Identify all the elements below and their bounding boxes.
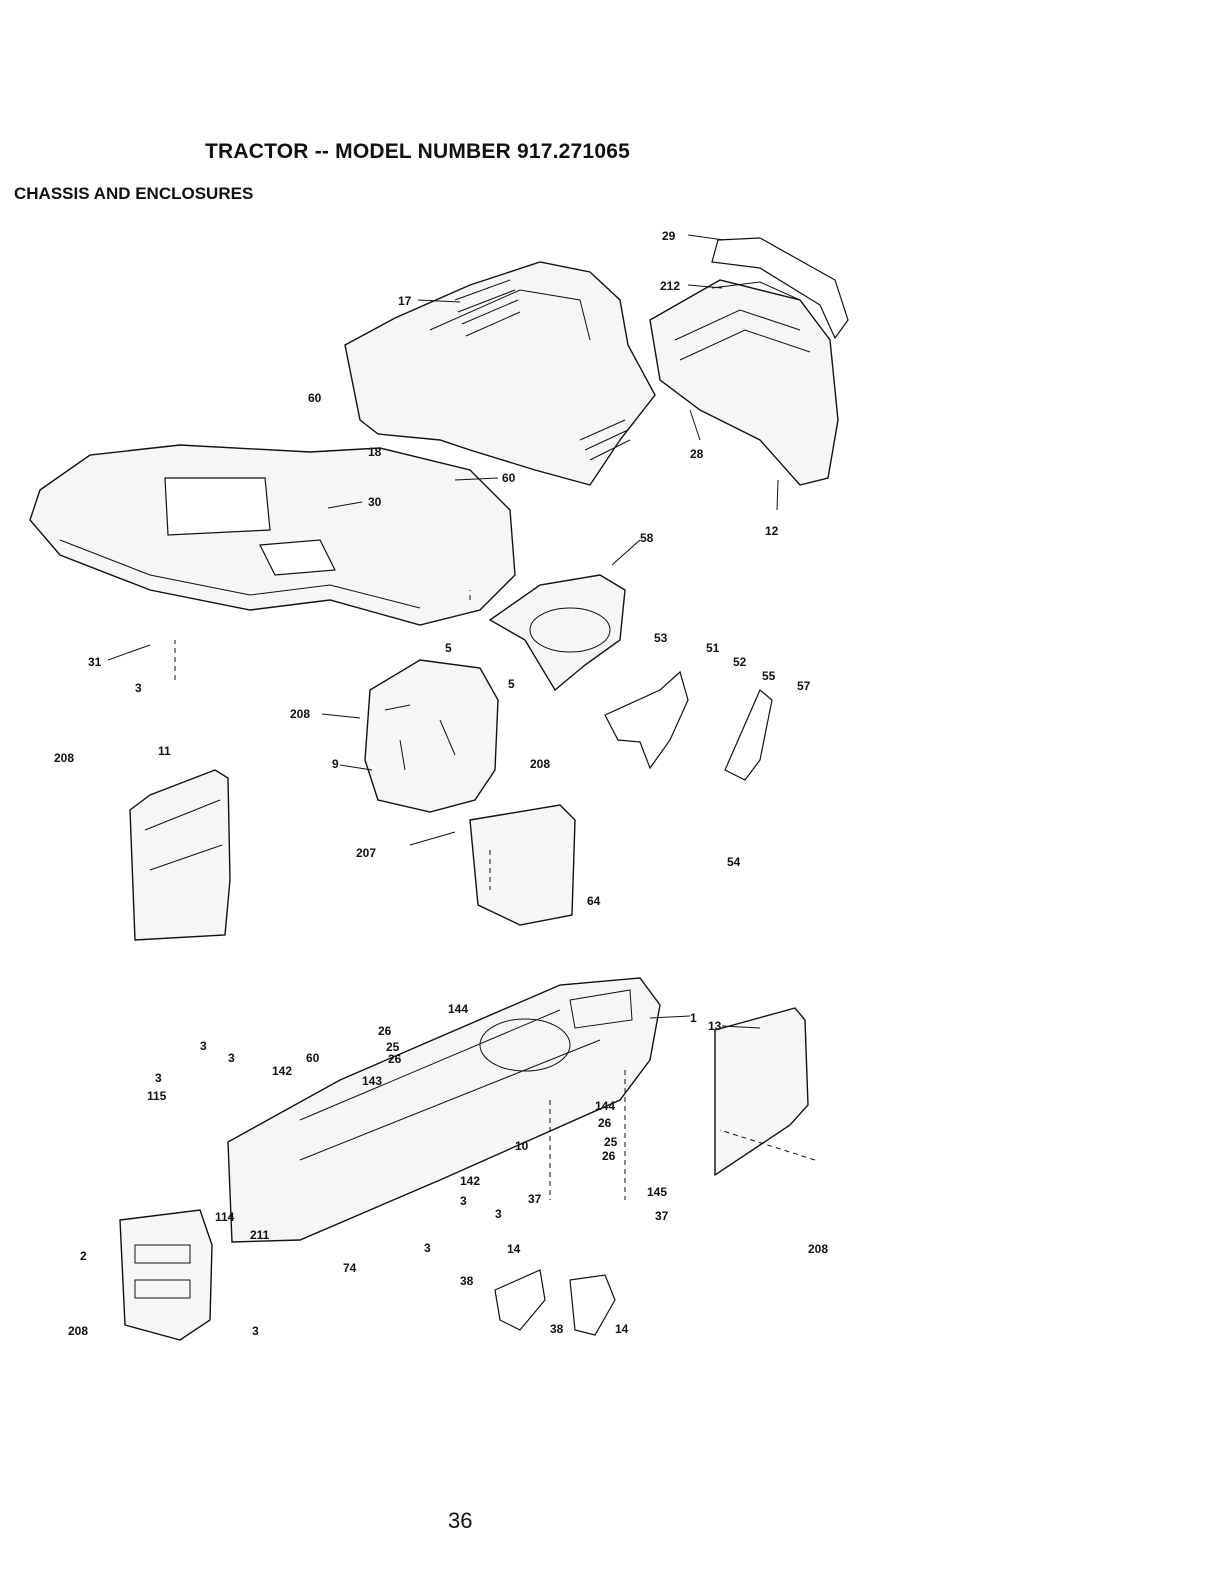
callout-18: 18 — [368, 445, 382, 459]
steering-support-part — [470, 805, 575, 925]
callout-3: 3 — [252, 1324, 259, 1338]
callout-37: 37 — [655, 1209, 669, 1223]
callout-54: 54 — [727, 855, 741, 869]
callout-60: 60 — [308, 391, 322, 405]
callout-208: 208 — [530, 757, 550, 771]
dash-panel-part — [365, 660, 498, 812]
callout-144: 144 — [595, 1099, 615, 1113]
callout-142: 142 — [272, 1064, 292, 1078]
callout-143: 143 — [362, 1074, 382, 1088]
callout-14: 14 — [615, 1322, 629, 1336]
callout-207: 207 — [356, 846, 376, 860]
fuel-tank-part — [490, 575, 625, 690]
callout-13: 13 — [708, 1019, 722, 1033]
callout-144: 144 — [448, 1002, 468, 1016]
callout-38: 38 — [460, 1274, 474, 1288]
callout-11: 11 — [158, 744, 171, 758]
callout-26: 26 — [598, 1116, 612, 1130]
front-bumper-part — [120, 1210, 212, 1340]
callout-74: 74 — [343, 1261, 357, 1275]
callout-114: 114 — [215, 1210, 235, 1224]
callout-26: 26 — [378, 1024, 392, 1038]
callout-5: 5 — [445, 641, 452, 655]
callout-12: 12 — [765, 524, 779, 538]
callout-29: 29 — [662, 229, 676, 243]
callout-208: 208 — [68, 1324, 88, 1338]
right-side-panel-part — [715, 1008, 808, 1175]
callout-208: 208 — [808, 1242, 828, 1256]
callout-51: 51 — [706, 641, 720, 655]
page-number: 36 — [448, 1508, 472, 1534]
callout-38: 38 — [550, 1322, 564, 1336]
callout-208: 208 — [54, 751, 74, 765]
callout-3: 3 — [228, 1051, 235, 1065]
callout-17: 17 — [398, 294, 412, 308]
callout-14: 14 — [507, 1242, 521, 1256]
callout-25: 25 — [604, 1135, 618, 1149]
callout-53: 53 — [654, 631, 668, 645]
callout-64: 64 — [587, 894, 601, 908]
callout-3: 3 — [495, 1207, 502, 1221]
callout-2: 2 — [80, 1249, 87, 1263]
callout-58: 58 — [640, 531, 654, 545]
callout-28: 28 — [690, 447, 704, 461]
callout-5: 5 — [508, 677, 515, 691]
callout-57: 57 — [797, 679, 811, 693]
fender-part — [30, 445, 515, 625]
callout-55: 55 — [762, 669, 776, 683]
callout-31: 31 — [88, 655, 102, 669]
callout-145: 145 — [647, 1185, 667, 1199]
callout-9: 9 — [332, 757, 339, 771]
callout-10: 10 — [515, 1139, 529, 1153]
callout-212: 212 — [660, 279, 680, 293]
callout-3: 3 — [155, 1071, 162, 1085]
grille-part — [650, 280, 838, 485]
callout-3: 3 — [200, 1039, 207, 1053]
callout-142: 142 — [460, 1174, 480, 1188]
callout-60: 60 — [306, 1051, 320, 1065]
callout-211: 211 — [250, 1228, 270, 1242]
callout-37: 37 — [528, 1192, 542, 1206]
callout-60: 60 — [502, 471, 516, 485]
linkage-bracket-part — [605, 672, 772, 780]
left-side-panel-part — [130, 770, 230, 940]
callout-115: 115 — [147, 1089, 167, 1103]
callout-3: 3 — [424, 1241, 431, 1255]
callout-26: 26 — [602, 1149, 616, 1163]
callout-3: 3 — [460, 1194, 467, 1208]
callout-30: 30 — [368, 495, 382, 509]
callout-52: 52 — [733, 655, 747, 669]
callout-3: 3 — [135, 681, 142, 695]
callout-208: 208 — [290, 707, 310, 721]
callout-26: 26 — [388, 1052, 402, 1066]
callout-1: 1 — [690, 1011, 697, 1025]
